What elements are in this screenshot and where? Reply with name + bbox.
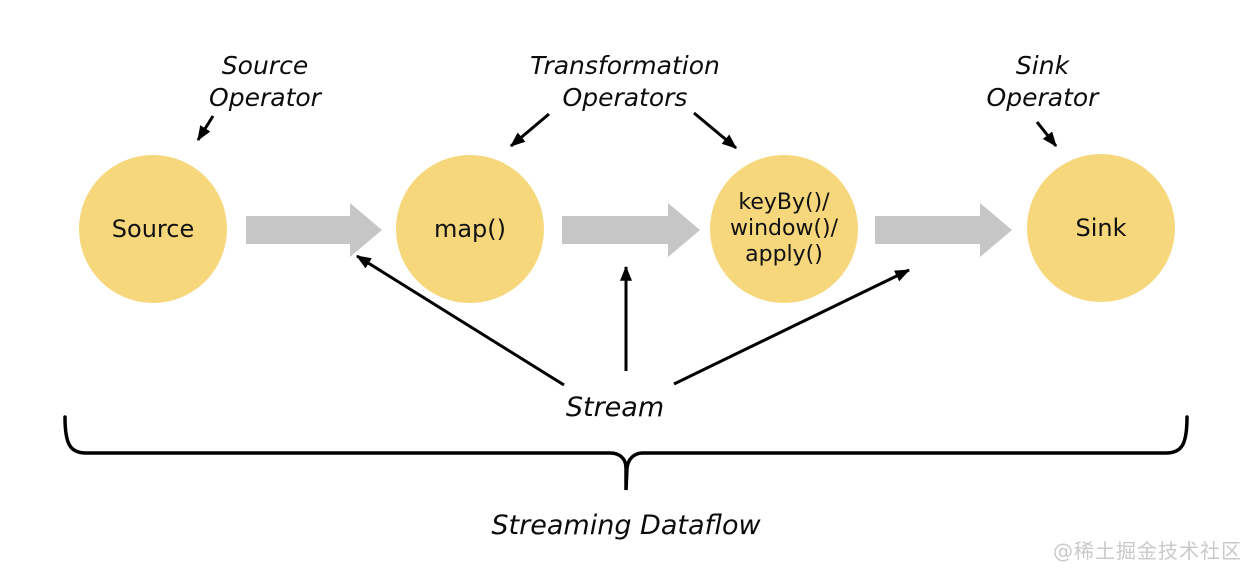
node-sink: Sink	[1027, 154, 1175, 302]
node-keyby-line3: apply()	[745, 241, 823, 267]
streaming-dataflow-caption: Streaming Dataflow	[491, 510, 761, 541]
transformation-operators-line1: Transformation	[530, 51, 720, 80]
stream-label: Stream	[565, 392, 665, 423]
flow-arrow-map-to-keyby	[562, 203, 700, 257]
watermark: @稀土掘金技术社区	[1053, 539, 1242, 563]
stream-arrow-left	[355, 254, 565, 387]
sink-operator-arrow	[1035, 121, 1058, 147]
node-source: Source	[79, 155, 227, 303]
node-map: map()	[396, 155, 544, 303]
stream-arrow-right	[673, 268, 911, 386]
node-keyby-line2: window()/	[729, 216, 839, 242]
flow-arrow-source-to-map	[246, 203, 382, 257]
node-keyby-line1: keyBy()/	[738, 190, 830, 216]
transformation-operators-line2: Operators	[562, 82, 688, 112]
transformation-operators-label: Transformation Operators	[490, 50, 760, 113]
flow-arrow-keyby-to-sink	[875, 203, 1012, 257]
sink-operator-label: Sink Operator	[955, 50, 1130, 113]
transformation-arrow-right	[693, 111, 737, 150]
source-operator-arrow	[196, 115, 215, 142]
source-operator-label: Source Operator	[180, 50, 350, 113]
node-map-label: map()	[433, 214, 507, 243]
sink-operator-line1: Sink	[1015, 51, 1070, 80]
transformation-arrow-left	[510, 112, 550, 148]
source-operator-line1: Source	[221, 51, 309, 80]
node-keyby-window-apply: keyBy()/ window()/ apply()	[710, 155, 858, 303]
dataflow-brace	[63, 415, 1189, 491]
sink-operator-line2: Operator	[986, 82, 1099, 112]
node-sink-label: Sink	[1075, 213, 1127, 242]
source-operator-line2: Operator	[209, 82, 321, 112]
node-source-label: Source	[111, 214, 195, 243]
